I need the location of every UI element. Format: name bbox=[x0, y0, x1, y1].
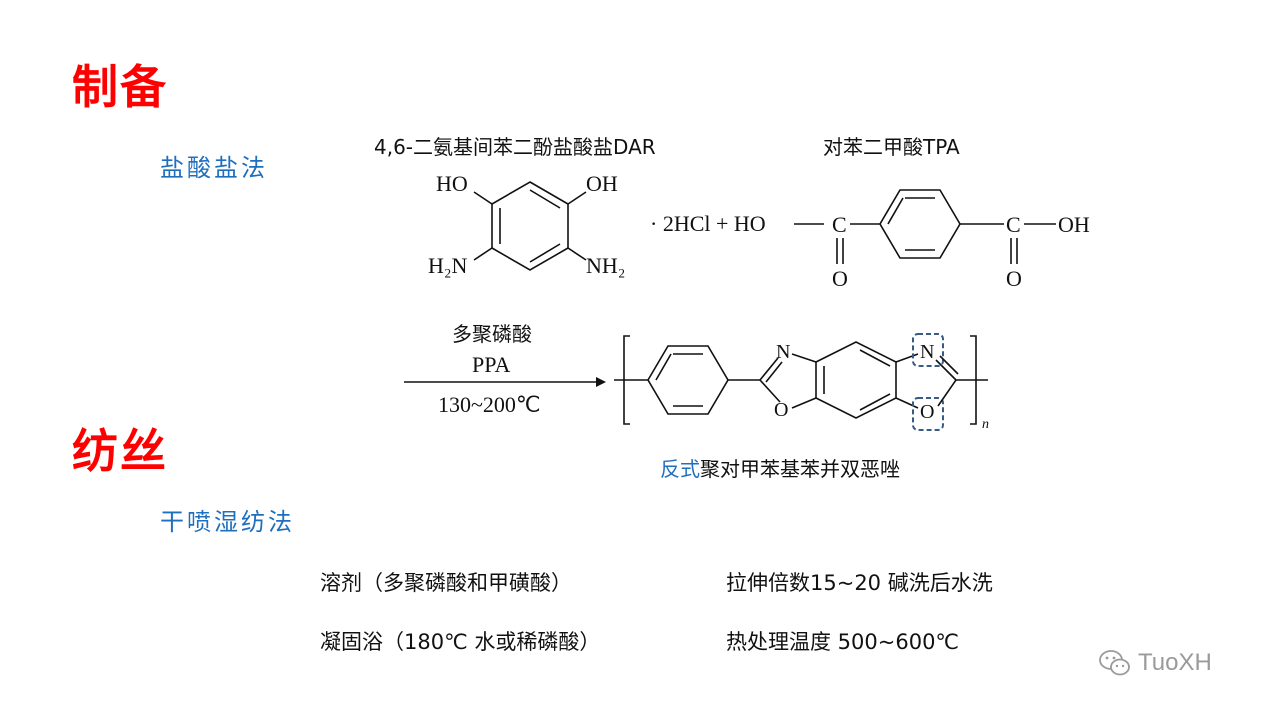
dar-label: 4,6-二氨基间苯二酚盐酸盐DAR bbox=[374, 135, 656, 159]
dar-oh: OH bbox=[586, 171, 618, 196]
spin-coagulation-bath: 凝固浴（180℃ 水或稀磷酸） bbox=[320, 630, 601, 654]
spin-stretch-ratio: 拉伸倍数15~20 碱洗后水洗 bbox=[726, 571, 993, 595]
product-o-left: O bbox=[774, 399, 788, 421]
spin-heat-treatment: 热处理温度 500~600℃ bbox=[726, 630, 960, 654]
dar-h2n: H₂N bbox=[428, 253, 468, 278]
catalyst-abbr: PPA bbox=[472, 352, 511, 377]
dar-nh2: NH₂ bbox=[586, 253, 625, 278]
carbonyl-o-left: O bbox=[832, 266, 848, 291]
product-name: 反式聚对甲苯基苯并双恶唑 bbox=[660, 459, 900, 479]
reaction-hcl-ho: · 2HCl + HO bbox=[650, 211, 766, 236]
dar-ring bbox=[473, 181, 587, 271]
catalyst-cn: 多聚磷酸 bbox=[452, 322, 532, 346]
product-structure: N O N O n bbox=[614, 333, 989, 432]
watermark: TuoXH bbox=[1098, 648, 1212, 678]
section-title-preparation: 制备 bbox=[72, 60, 168, 114]
carbonyl-c-right: C bbox=[1006, 212, 1021, 237]
reaction-arrow bbox=[404, 377, 606, 387]
reactants-structure: HO OH H₂N NH₂ · 2HCl + HO C O C O OH bbox=[428, 171, 1090, 291]
spin-solvent: 溶剂（多聚磷酸和甲磺酸） bbox=[320, 571, 572, 595]
tpa-oh: OH bbox=[1058, 212, 1090, 237]
carbonyl-c-left: C bbox=[832, 212, 847, 237]
product-name-prefix: 反式 bbox=[660, 457, 700, 481]
wechat-icon bbox=[1099, 650, 1130, 676]
reaction-temperature: 130~200℃ bbox=[438, 392, 541, 417]
product-n-right: N bbox=[920, 341, 934, 363]
product-benzo-ring bbox=[815, 341, 897, 419]
product-n-left: N bbox=[776, 341, 790, 363]
spin-method-label: 干喷湿纺法 bbox=[160, 508, 295, 536]
repeat-unit-n: n bbox=[982, 417, 989, 432]
dar-ho: HO bbox=[436, 171, 468, 196]
tpa-ring bbox=[879, 189, 961, 259]
watermark-text: TuoXH bbox=[1138, 649, 1212, 676]
carbonyl-o-right: O bbox=[1006, 266, 1022, 291]
highlight-o-box bbox=[912, 397, 944, 431]
product-o-right: O bbox=[920, 401, 934, 423]
section-title-spinning: 纺丝 bbox=[72, 424, 168, 478]
prep-method-label: 盐酸盐法 bbox=[160, 154, 268, 182]
tpa-label: 对苯二甲酸TPA bbox=[823, 135, 960, 159]
product-name-rest: 聚对甲苯基苯并双恶唑 bbox=[700, 457, 900, 481]
highlight-n-box bbox=[912, 333, 944, 367]
product-phenylene-ring bbox=[647, 345, 729, 415]
